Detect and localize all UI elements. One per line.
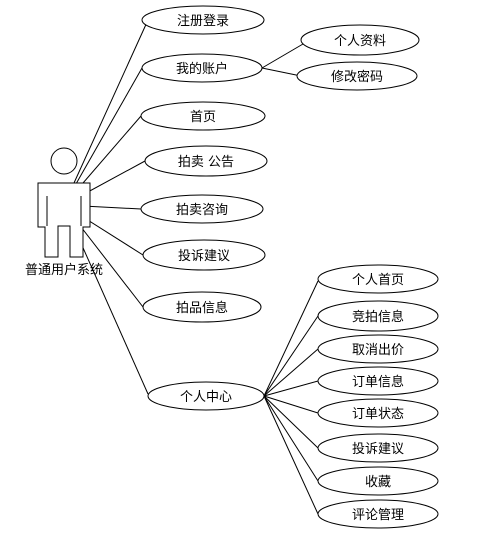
assoc-register-login [63,19,149,206]
assoc-order-info [263,380,319,397]
uc-home[interactable] [140,101,266,131]
uc-order-info[interactable] [317,366,439,396]
uc-order-status-label: 订单状态 [352,407,404,422]
actor-icon [37,147,91,258]
uc-personal-info[interactable] [300,24,420,56]
uc-complaint-suggestion-label: 投诉建议 [178,248,230,264]
uc-favorites[interactable] [317,466,439,496]
center-associations [263,280,319,515]
uc-my-account[interactable] [141,53,263,83]
uc-bid-info-label: 竞拍信息 [352,309,404,325]
assoc-comment-management [263,395,319,515]
assoc-change-password [261,67,302,77]
uc-order-status[interactable] [317,398,439,428]
actor-name: 普通用户系统 [25,262,103,278]
uc-change-password[interactable] [296,61,418,91]
uc-auction-consult-label: 拍卖咨询 [176,203,228,218]
uc-personal-center-label: 个人中心 [180,390,232,405]
uc-register-login[interactable] [141,5,265,35]
uc-auction-consult[interactable] [140,194,264,224]
uc-change-password-label: 修改密码 [331,69,383,85]
assoc-my-account [63,67,143,206]
actor-body [37,182,91,258]
uc-favorites-label: 收藏 [365,475,391,490]
assoc-favorites [263,395,319,482]
use-case-ellipses [140,5,439,529]
uc-my-account-label: 我的账户 [176,61,228,77]
uc-auction-notice-label: 拍卖 公告 [178,155,234,170]
assoc-cancel-bid [263,348,319,397]
assoc-personal-info [261,43,304,69]
uc-cancel-bid-label: 取消出价 [352,343,404,358]
uc-personal-center[interactable] [147,381,265,411]
uc-personal-home-label: 个人首页 [352,273,404,288]
actor-head [50,147,78,175]
uc-item-info-label: 拍品信息 [176,300,228,316]
uc-personal-home[interactable] [317,264,439,294]
uc-bid-info[interactable] [317,300,439,332]
uc-auction-notice[interactable] [144,145,268,177]
uc-cancel-bid[interactable] [317,334,439,364]
uc-comment-management-label: 评论管理 [352,508,404,523]
assoc-center-complaint [263,395,319,449]
account-associations [261,43,304,77]
uc-order-info-label: 订单信息 [352,374,404,390]
uc-center-complaint-label: 投诉建议 [352,441,404,457]
uc-item-info[interactable] [142,291,262,323]
assoc-bid-info [263,315,319,397]
uc-complaint-suggestion[interactable] [142,239,266,271]
assoc-order-status [263,395,319,414]
uc-home-label: 首页 [190,110,216,125]
uc-comment-management[interactable] [317,499,439,529]
uc-personal-info-label: 个人资料 [334,34,386,49]
uc-register-login-label: 注册登录 [177,14,229,29]
use-case-labels: 注册登录 我的账户 个人资料 修改密码 首页 拍卖 公告 拍卖咨询 投诉建议 拍… [176,14,404,523]
uc-center-complaint[interactable] [317,433,439,463]
assoc-personal-home [263,280,319,397]
